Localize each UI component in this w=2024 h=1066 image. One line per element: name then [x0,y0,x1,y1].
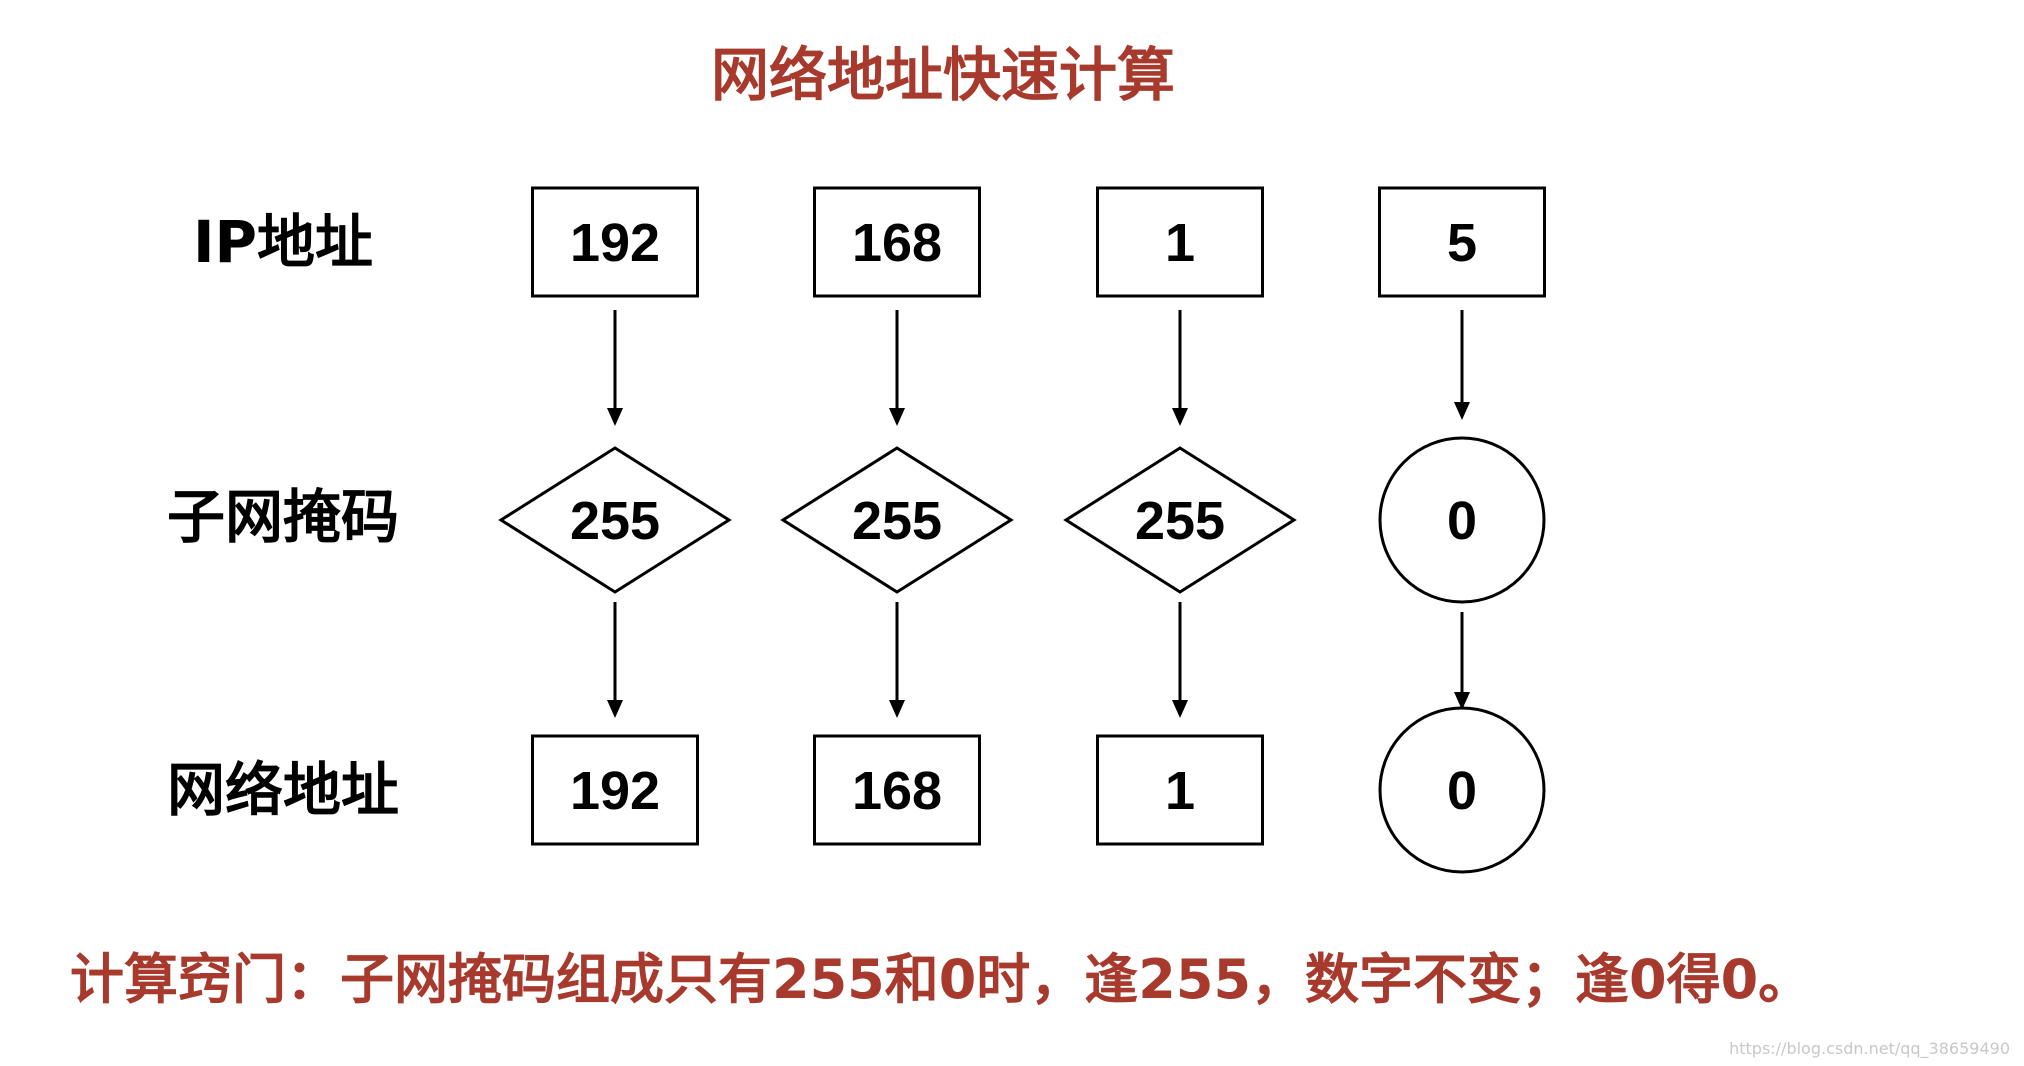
arrow-mask-to-network-2-head [889,700,905,718]
network-octet-1-value: 192 [570,761,660,821]
network-octet-3-box [1096,734,1264,846]
mask-octet-3-diamond [1063,446,1297,594]
row-label-mask: 子网掩码 [167,483,399,551]
mask-octet-3-value: 255 [1135,491,1225,551]
ip-octet-1-value: 192 [570,213,660,273]
ip-octet-2-box [813,186,981,298]
ip-octet-4-value: 5 [1447,213,1477,273]
ip-octet-3-box [1096,186,1264,298]
network-octet-2-value: 168 [852,761,942,821]
arrow-mask-to-network-4-head [1454,692,1470,710]
mask-octet-4-value: 0 [1447,491,1477,551]
calculation-tip: 计算窍门：子网掩码组成只有255和0时，逢255，数字不变；逢0得0。 [70,948,1812,1011]
row-label-network: 网络地址 [167,756,399,824]
diagram-title: 网络地址快速计算 [711,41,1175,109]
ip-octet-2-value: 168 [852,213,942,273]
ip-octet-4-box [1378,186,1546,298]
mask-octet-1-value: 255 [570,491,660,551]
mask-octet-4-circle [1378,436,1546,604]
mask-octet-2-value: 255 [852,491,942,551]
network-octet-4-value: 0 [1447,761,1477,821]
mask-octet-2-diamond [780,446,1014,594]
watermark-url: https://blog.csdn.net/qq_38659490 [1729,1039,2010,1059]
network-octet-1-box [531,734,699,846]
network-octet-2-box [813,734,981,846]
octet-grid: 192 255 192 168 255 168 1 255 1 5 0 0 [498,186,1546,874]
mask-octet-1-diamond [498,446,732,594]
arrow-ip-to-mask-4-head [1454,402,1470,420]
arrow-ip-to-mask-1-head [607,408,623,426]
arrow-ip-to-mask-3-head [1172,408,1188,426]
row-label-ip: IP地址 [193,208,373,276]
ip-octet-3-value: 1 [1165,213,1195,273]
arrow-mask-to-network-1-head [607,700,623,718]
arrow-ip-to-mask-2-head [889,408,905,426]
network-octet-3-value: 1 [1165,761,1195,821]
ip-octet-1-box [531,186,699,298]
arrow-mask-to-network-3-head [1172,700,1188,718]
